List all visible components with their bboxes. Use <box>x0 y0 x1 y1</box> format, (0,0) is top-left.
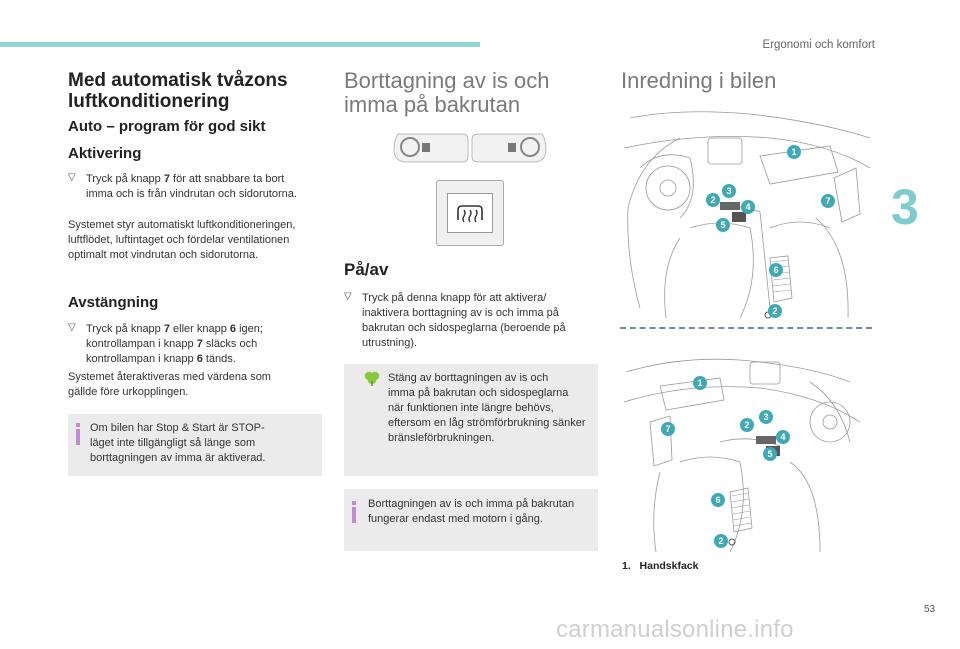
eco-leaf-icon <box>364 371 380 386</box>
callout-5-bottom: 5 <box>763 447 777 461</box>
callout-4-top: 4 <box>741 200 755 214</box>
callout-6-bottom: 6 <box>711 493 725 507</box>
deactivation-instruction: ▽ Tryck på knapp 7 eller knapp 6 igen; k… <box>68 322 263 365</box>
callout-1-bottom: 1 <box>693 376 707 390</box>
callout-3-top: 3 <box>722 184 736 198</box>
header-accent-bar <box>0 42 480 47</box>
activation-instruction: ▽ Tryck på knapp 7 för att snabbare ta b… <box>68 172 297 200</box>
callout-3-bottom: 3 <box>759 410 773 424</box>
rear-defrost-button[interactable] <box>436 180 504 246</box>
callout-7-bottom: 7 <box>661 422 675 436</box>
heading-interior: Inredning i bilen <box>621 68 777 93</box>
interior-illustration-top <box>623 111 871 319</box>
callout-6-top: 6 <box>769 263 783 277</box>
info-icon <box>76 423 80 445</box>
rear-defrost-icon <box>447 193 493 233</box>
callout-5-top: 5 <box>716 218 730 232</box>
on-off-instruction: ▽ Tryck på denna knapp för att aktivera/… <box>344 291 566 349</box>
heading-deactivation: Avstängning <box>68 294 159 311</box>
callout-2-top: 2 <box>706 193 720 207</box>
system-description: Systemet styr automatiskt luftkonditione… <box>68 219 296 261</box>
callout-4-bottom: 4 <box>776 430 790 444</box>
info-box-stop-start: Om bilen har Stop & Start är STOP-läget … <box>68 414 322 476</box>
info-icon <box>352 501 356 523</box>
legend-item-glovebox: 1. Handskfack <box>622 560 699 572</box>
info-box-engine-running: Borttagningen av is och imma på bakrutan… <box>344 489 598 551</box>
interior-illustration-bottom <box>623 358 861 553</box>
bullet-marker-icon: ▽ <box>344 291 352 302</box>
chapter-number: 3 <box>891 179 919 235</box>
callout-2b-bottom: 2 <box>714 534 728 548</box>
callout-2-bottom: 2 <box>740 418 754 432</box>
page-number: 53 <box>924 604 936 615</box>
section-title: Ergonomi och komfort <box>762 39 876 51</box>
callout-7-top: 7 <box>821 194 835 208</box>
side-mirrors-illustration <box>393 133 547 163</box>
subheading-auto-program: Auto – program för god sikt <box>68 118 266 135</box>
bullet-marker-icon: ▽ <box>68 172 76 183</box>
bullet-marker-icon: ▽ <box>68 322 76 333</box>
heading-dual-zone-ac: Med automatisk tvåzons luftkonditionerin… <box>68 70 288 112</box>
callout-1-top: 1 <box>787 145 801 159</box>
illustration-separator <box>620 327 872 329</box>
heading-activation: Aktivering <box>68 145 142 162</box>
heading-on-off: På/av <box>344 260 389 279</box>
callout-2b-top: 2 <box>768 304 782 318</box>
watermark: carmanualsonline.info <box>556 616 794 643</box>
